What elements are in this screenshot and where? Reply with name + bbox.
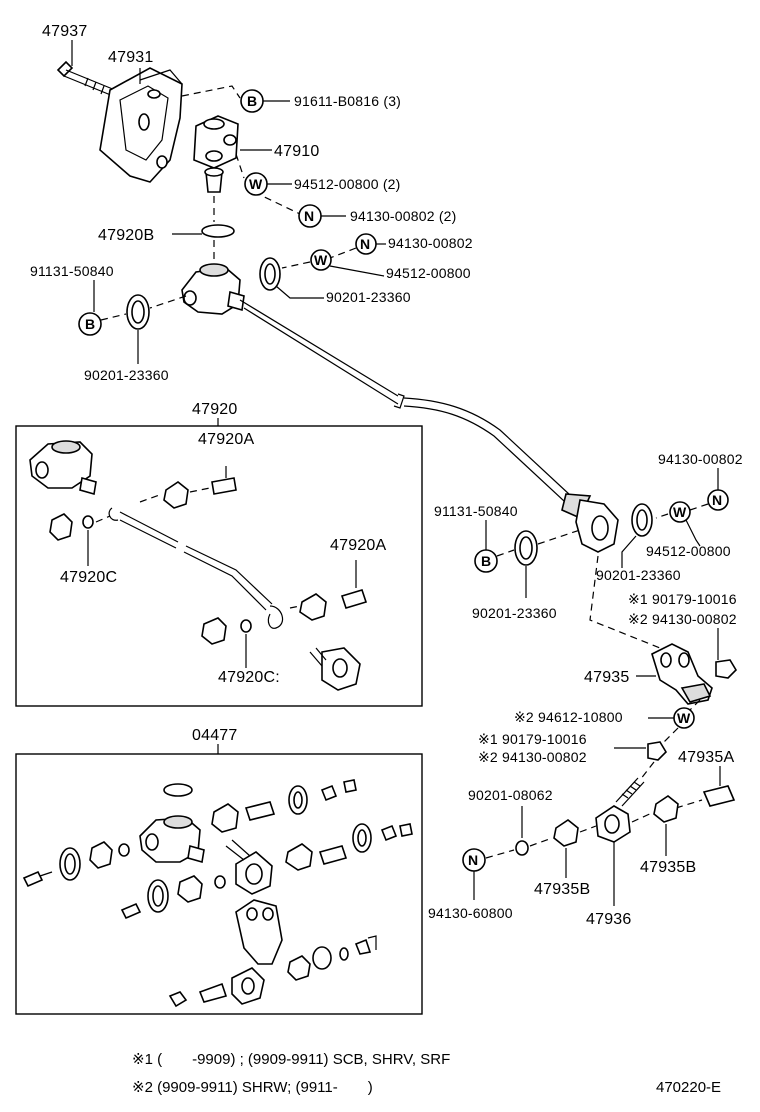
label-47910: 47910 (274, 143, 320, 160)
ref-90201-23360-a: 90201-23360 (326, 289, 411, 305)
ref-94130-00802-b: 94130-00802 (658, 451, 743, 467)
label-47920A-2: 47920A (330, 537, 386, 554)
nut-drawing-link (647, 741, 668, 761)
washer-90201-08062 (515, 840, 529, 856)
label-47935: 47935 (584, 669, 630, 686)
ref-90201-23360-c: 90201-23360 (596, 567, 681, 583)
svg-text:B: B (85, 316, 95, 332)
bolt-symbol-left: B (78, 312, 102, 336)
label-04477: 04477 (192, 727, 238, 744)
ref-90179-10016-s1b: ※1 90179-10016 (478, 731, 587, 747)
washer-symbol-link: W (673, 707, 695, 729)
ref-94130-00802-a: 94130-00802 (388, 235, 473, 251)
label-47920C-1: 47920C (60, 569, 117, 586)
kit-box-47920 (15, 425, 423, 707)
bolt-47937-drawing (56, 60, 121, 99)
ref-94512-00800-2: 94512-00800 (2) (294, 176, 401, 192)
bushing-47935B-b (553, 819, 579, 847)
label-47920: 47920 (192, 401, 238, 418)
washer-symbol-left: W (310, 249, 332, 271)
ref-94612-10800: ※2 94612-10800 (514, 709, 623, 725)
bolt-symbol-right: B (474, 549, 498, 573)
svg-text:W: W (677, 710, 691, 726)
svg-text:N: N (712, 492, 722, 508)
bushing-47910-drawing (193, 115, 239, 193)
bushing-47935B-a (653, 795, 679, 823)
nut-symbol-left: N (355, 233, 377, 255)
label-47936: 47936 (586, 911, 632, 928)
link-47936-drawing (595, 777, 645, 843)
ref-90179-10016-s1a: ※1 90179-10016 (628, 591, 737, 607)
label-47935B-1: 47935B (534, 881, 590, 898)
washer-symbol-top: W (244, 172, 268, 196)
label-47920C-2: 47920C: (218, 669, 280, 686)
nut-symbol-top: N (298, 204, 322, 228)
kit-04477-contents (22, 779, 413, 1008)
svg-text:B: B (481, 553, 491, 569)
bracket-47935-drawing (651, 643, 713, 705)
svg-text:N: N (304, 208, 314, 224)
figure-code: 470220-E (656, 1079, 721, 1096)
ref-90201-23360-d: 90201-23360 (472, 605, 557, 621)
bracket-47931-drawing (99, 67, 183, 183)
footnote-2: ※2 (9909-9911) SHRW; (9911- ) (132, 1079, 373, 1096)
ref-94130-60800: 94130-60800 (428, 905, 513, 921)
ref-94512-00800-b: 94512-00800 (646, 543, 731, 559)
sleeve-47935A-drawing (702, 785, 736, 807)
ref-94512-00800-a: 94512-00800 (386, 265, 471, 281)
svg-text:N: N (468, 852, 478, 868)
o-ring-47920B-drawing (201, 224, 235, 238)
ref-91611-B0816: 91611-B0816 (3) (294, 93, 401, 109)
label-47931: 47931 (108, 49, 154, 66)
label-47920B: 47920B (98, 227, 154, 244)
ref-94130-00802-s2a: ※2 94130-00802 (628, 611, 737, 627)
svg-text:B: B (247, 93, 257, 109)
nut-symbol-right: N (707, 489, 729, 511)
label-47920A-1: 47920A (198, 431, 254, 448)
svg-text:N: N (360, 236, 370, 252)
ref-90201-08062: 90201-08062 (468, 787, 553, 803)
nut-drawing-right (715, 659, 738, 679)
ref-94130-00802-s2b: ※2 94130-00802 (478, 749, 587, 765)
bolt-symbol-top: B (240, 89, 264, 113)
stabilizer-bar (181, 263, 619, 553)
kit-47920-contents (29, 440, 368, 691)
ref-91131-50840-b: 91131-50840 (434, 503, 518, 519)
ref-91131-50840-a: 91131-50840 (30, 263, 114, 279)
label-47935A: 47935A (678, 749, 734, 766)
ref-90201-23360-b: 90201-23360 (84, 367, 169, 383)
kit-box-04477 (15, 753, 423, 1015)
svg-text:W: W (673, 504, 687, 520)
nut-symbol-bottom: N (462, 848, 486, 872)
bracket-assembly (56, 60, 301, 262)
label-47935B-2: 47935B (640, 859, 696, 876)
washer-symbol-right: W (669, 501, 691, 523)
ref-94130-00802-2: 94130-00802 (2) (350, 208, 457, 224)
footnote-1: ※1 ( -9909) ; (9909-9911) SCB, SHRV, SRF (132, 1051, 450, 1068)
label-47937: 47937 (42, 23, 88, 40)
svg-text:W: W (314, 252, 328, 268)
svg-text:W: W (249, 176, 263, 192)
